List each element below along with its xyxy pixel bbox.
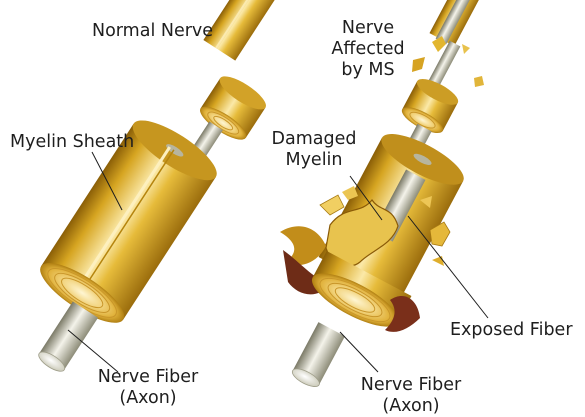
normal-nerve-illustration	[32, 0, 289, 375]
label-normal-nerve: Normal Nerve	[92, 21, 213, 42]
label-exposed-fiber: Exposed Fiber	[450, 320, 573, 341]
label-nerve-fiber-right: Nerve Fiber (Axon)	[352, 375, 470, 417]
label-damaged-myelin: Damaged Myelin	[268, 129, 360, 171]
myelin-flake	[474, 76, 484, 87]
label-myelin-sheath: Myelin Sheath	[10, 132, 134, 153]
myelin-flake	[320, 195, 344, 215]
label-nerve-fiber-left: Nerve Fiber (Axon)	[89, 367, 207, 409]
leader-nerve-fiber-right	[340, 332, 378, 372]
label-nerve-affected: Nerve Affected by MS	[329, 18, 407, 81]
myelin-flake	[432, 256, 444, 266]
myelin-flake	[412, 57, 425, 72]
myelin-flake	[462, 44, 470, 54]
